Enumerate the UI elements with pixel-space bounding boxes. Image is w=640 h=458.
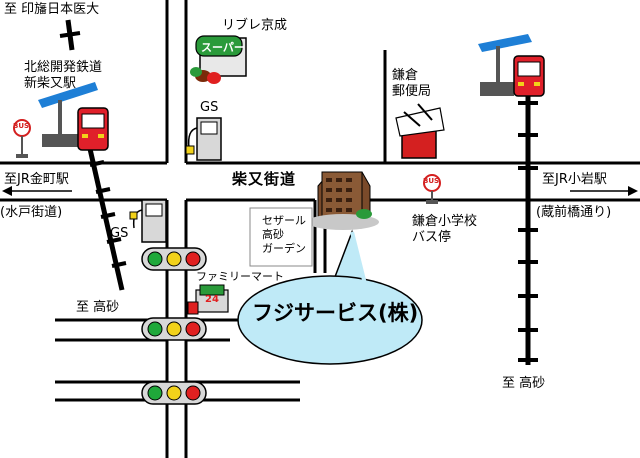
bus-stop-label: 鎌倉小学校 [412,214,478,229]
post-office-label: 郵便局 [392,84,432,99]
supermarket-icon [190,35,247,84]
gas-station-icon [129,199,167,243]
cezar-garden-box [249,207,313,267]
railway-left [59,19,127,291]
station-label: 北総開発鉄道 [24,60,103,75]
arrow-left-icon [2,186,72,196]
east-destination-label: 至JR小岩駅 [542,172,607,187]
post-office-label: 鎌倉 [392,68,419,83]
ribre-label: リブレ京成 [222,18,288,33]
company-balloon [237,229,423,365]
store-24-text: 24 [205,294,219,305]
shin-shibamata-station-icon [38,82,109,151]
right-station-icon [478,34,545,97]
railway-right [518,95,538,365]
traffic-signal-icon [141,317,207,341]
cezar-garden-label: 高砂 [262,228,284,241]
north-destination-label: 至 印旛日本医大 [4,2,100,17]
super-sign-label: スーパー [201,41,245,54]
gas-station-icon [185,117,222,161]
bus-sign-text: BUS [423,177,440,185]
gas-station-label: GS [200,100,219,115]
company-name-label: フジサービス(株) [252,301,419,325]
arrow-right-icon [570,186,638,196]
west-destination-label: 至JR金町駅 [4,172,69,187]
fuji-service-building-icon [307,171,379,230]
traffic-signal-icon [141,247,207,271]
traffic-signal-icon [141,381,207,405]
east-road-label: (蔵前橋通り) [536,205,612,220]
convenience-store-icon [187,284,229,315]
cezar-garden-label: セザール [262,214,306,227]
bus-sign-text: BUS [13,122,30,130]
bus-stop-icon [423,174,441,204]
bus-stop-icon [13,119,31,158]
familymart-label: ファミリーマート [196,270,284,283]
gas-station-label: GS [110,226,129,241]
west-road-label: (水戸街道) [0,205,63,220]
bus-stop-label: バス停 [412,230,452,245]
station-label: 新柴又駅 [24,76,77,91]
south-destination-label: 至 高砂 [76,300,120,315]
main-street-label: 柴又街道 [232,170,297,188]
post-office-icon [395,103,445,159]
cezar-garden-label: ガーデン [262,242,306,255]
south-destination-label: 至 高砂 [502,376,546,391]
